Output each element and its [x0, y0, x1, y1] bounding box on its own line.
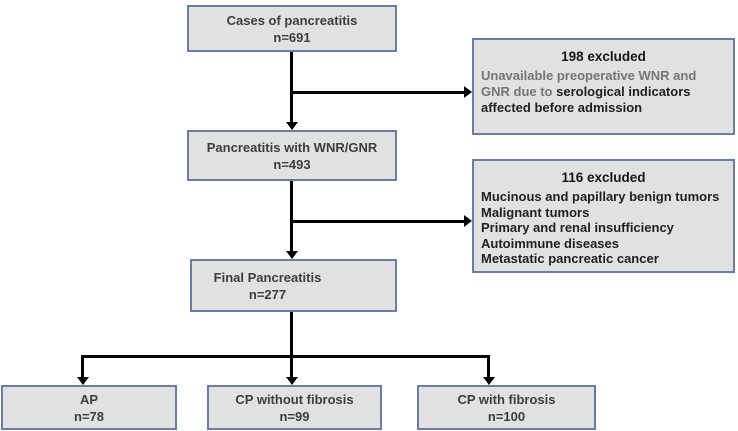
- arrowhead-right-excluded2: [464, 215, 472, 227]
- box-count: n=78: [74, 408, 104, 424]
- excluded-198-reason-dark: serological indicators affected before a…: [481, 84, 691, 115]
- box-excluded-116: 116 excluded Mucinous and papillary beni…: [472, 159, 735, 273]
- box-label: Pancreatitis with WNR/GNR: [206, 139, 378, 155]
- excluded-116-title: 116 excluded: [561, 170, 646, 185]
- branch-horizontal-line: [81, 355, 490, 358]
- connector-wnr-to-final: [290, 181, 293, 251]
- box-count: n=277: [248, 286, 287, 302]
- excluded-116-item: Metastatic pancreatic cancer: [481, 251, 659, 266]
- excluded-198-body: Unavailable preoperative WNR and GNR due…: [481, 68, 726, 116]
- box-count: n=691: [273, 29, 311, 45]
- box-count: n=99: [279, 408, 310, 424]
- arrowhead-down-cp-with: [483, 377, 495, 385]
- box-cp-without-fibrosis: CP without fibrosis n=99: [207, 385, 382, 430]
- box-label: AP: [79, 391, 99, 407]
- arrowhead-down-final: [286, 251, 298, 259]
- box-final-pancreatitis: Final Pancreatitis n=277: [190, 259, 397, 312]
- connector-to-excluded1: [292, 91, 464, 94]
- box-label: CP without fibrosis: [235, 391, 354, 407]
- box-label: CP with fibrosis: [457, 391, 556, 407]
- box-pancreatitis-with-wnr-gnr: Pancreatitis with WNR/GNR n=493: [187, 130, 397, 181]
- box-excluded-198: 198 excluded Unavailable preoperative WN…: [472, 38, 735, 135]
- box-label: Cases of pancreatitis: [226, 12, 358, 28]
- excluded-198-title: 198 excluded: [561, 49, 646, 64]
- connector-branch-to-cp-without: [290, 355, 293, 377]
- excluded-116-item: Malignant tumors: [481, 204, 590, 220]
- connector-cases-to-wnr: [290, 51, 293, 122]
- arrowhead-down-cp-without: [286, 377, 298, 385]
- box-cases-of-pancreatitis: Cases of pancreatitis n=691: [187, 5, 397, 52]
- arrowhead-down-wnr: [286, 122, 298, 130]
- box-ap: AP n=78: [1, 385, 177, 430]
- arrowhead-down-ap: [77, 377, 89, 385]
- connector-branch-to-ap: [81, 355, 84, 377]
- connector-to-excluded2: [292, 220, 464, 223]
- excluded-116-item: Autoimmune diseases: [481, 235, 619, 251]
- arrowhead-right-excluded1: [464, 86, 472, 98]
- box-count: n=493: [273, 156, 311, 172]
- excluded-116-item: Primary and renal insufficiency: [481, 220, 674, 235]
- connector-final-to-branch: [290, 312, 293, 358]
- box-cp-with-fibrosis: CP with fibrosis n=100: [417, 385, 596, 430]
- excluded-198-reason-gray: Unavailable preoperative WNR and GNR due…: [481, 68, 697, 99]
- box-label: Final Pancreatitis: [213, 269, 322, 285]
- excluded-116-item: Mucinous and papillary benign tumors: [481, 189, 720, 204]
- box-count: n=100: [487, 408, 526, 424]
- connector-branch-to-cp-with: [487, 355, 490, 377]
